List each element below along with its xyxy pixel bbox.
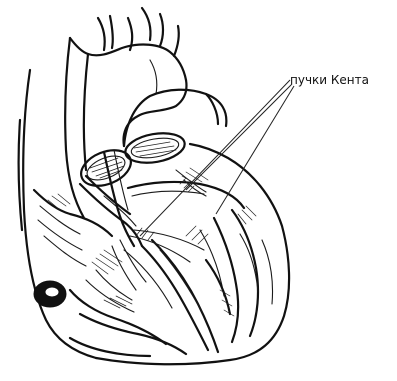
right-valve-ring bbox=[123, 129, 187, 167]
superior-vena-cava bbox=[65, 38, 88, 218]
coronary-sinus bbox=[34, 281, 66, 307]
label-leaders bbox=[140, 80, 294, 236]
chordae bbox=[124, 226, 208, 308]
left-ventricle bbox=[200, 206, 273, 342]
kent-bundles-label: пучки Кента bbox=[290, 73, 369, 87]
heart-outline bbox=[19, 70, 289, 364]
